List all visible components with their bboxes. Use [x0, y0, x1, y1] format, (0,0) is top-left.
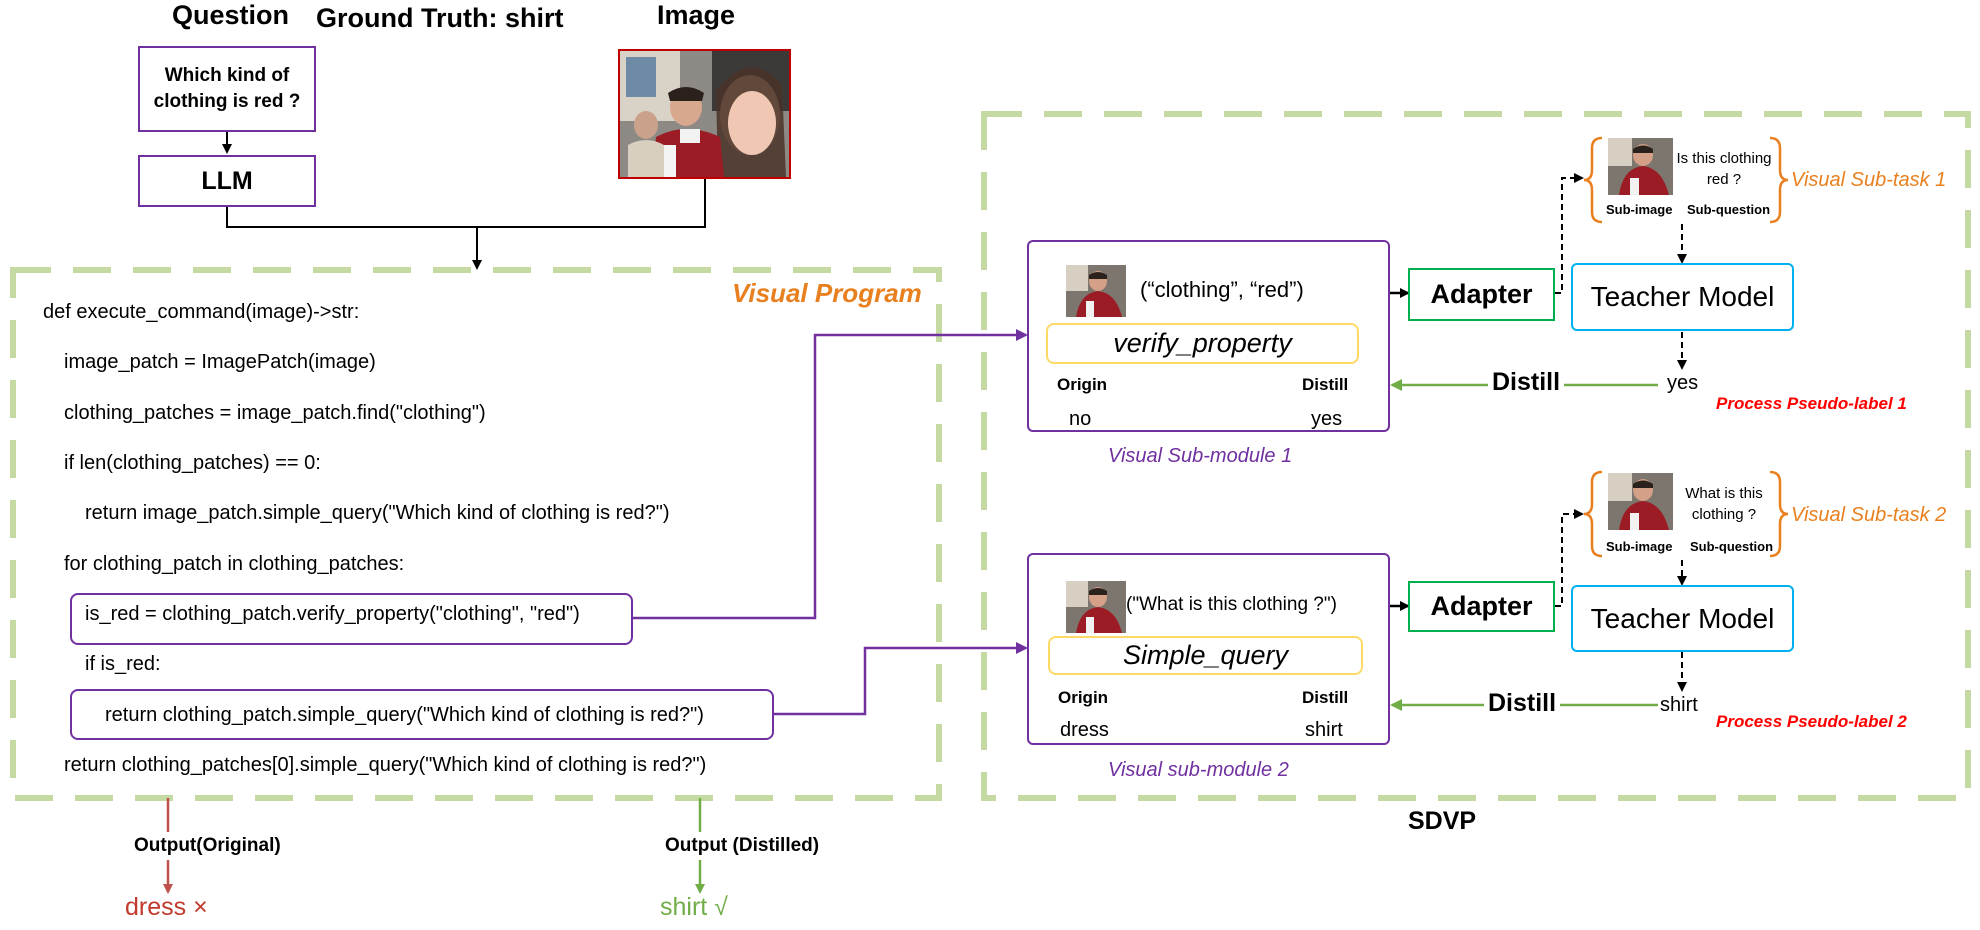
sub-module-2-thumbnail — [1066, 581, 1126, 633]
distill-value-2: shirt — [1305, 719, 1343, 741]
sub-module-2-function: Simple_query — [1122, 640, 1289, 670]
code-line: if len(clothing_patches) == 0: — [64, 452, 321, 474]
thumbnail-drawing — [1608, 138, 1673, 195]
teacher-model-label-2: Teacher Model — [1590, 602, 1775, 634]
pseudo-label-2: Process Pseudo-label 2 — [1716, 712, 1907, 731]
adapter-label-2: Adapter — [1430, 591, 1533, 621]
question-box: Which kind of clothing is red ? — [138, 46, 316, 132]
verify-property-function-box: verify_property — [1046, 323, 1359, 364]
sub-task-1-image — [1608, 138, 1673, 195]
sub-module-1-function: verify_property — [1113, 328, 1292, 358]
output-distilled-tag: (Distilled) — [732, 835, 820, 856]
image-title: Image — [657, 0, 736, 30]
merge-line — [226, 178, 706, 228]
distill-arrow-label-1: Distill — [1488, 368, 1565, 397]
teacher-answer-2: shirt — [1660, 694, 1698, 716]
output-original-tag: (Original) — [196, 835, 281, 856]
distill-arrow-label-2: Distill — [1484, 689, 1561, 718]
distill-value-1: yes — [1311, 408, 1343, 430]
input-image — [618, 49, 791, 179]
thumbnail-drawing — [1608, 473, 1673, 530]
teacher-model-box-1: Teacher Model — [1571, 263, 1794, 331]
output-distilled-value: shirt √ — [660, 893, 728, 921]
sub-question-label-2: Sub-question — [1690, 539, 1774, 554]
input-image-drawing — [620, 51, 789, 177]
output-distilled-label: Output (Distilled) — [665, 835, 819, 857]
sub-task-2-image — [1608, 473, 1673, 530]
llm-label: LLM — [201, 166, 253, 195]
output-distilled-word: Output — [665, 835, 728, 856]
origin-value-1: no — [1069, 408, 1092, 430]
verify-property-link — [632, 329, 1028, 620]
sub-module-2-args: ("What is this clothing ?") — [1126, 594, 1337, 615]
sdvp-label: SDVP — [1408, 807, 1477, 835]
sdvp-region — [981, 111, 1971, 801]
sub-question-2: What is this clothing ? — [1685, 485, 1763, 523]
code-line: image_patch = ImagePatch(image) — [64, 351, 376, 373]
origin-label-2: Origin — [1058, 688, 1109, 707]
llm-box: LLM — [138, 155, 316, 207]
visual-program-region — [10, 267, 942, 801]
simple-query-function-box: Simple_query — [1048, 636, 1363, 675]
sub-module-1-args: (“clothing”, “red”) — [1140, 277, 1304, 302]
origin-value-2: dress — [1060, 719, 1109, 741]
code-line: return clothing_patch.simple_query("Whic… — [105, 704, 704, 726]
simple-query-link — [774, 642, 1028, 716]
pseudo-label-1: Process Pseudo-label 1 — [1716, 394, 1907, 413]
sub-image-label-2: Sub-image — [1606, 539, 1673, 554]
sub-module-1-thumbnail — [1066, 265, 1126, 317]
code-line: clothing_patches = image_patch.find("clo… — [64, 402, 486, 424]
output-original-word: Output — [134, 835, 197, 856]
question-title: Question — [172, 0, 290, 30]
code-line: for clothing_patch in clothing_patches: — [64, 553, 405, 575]
sub-question-label-1: Sub-question — [1687, 202, 1771, 217]
code-line: return clothing_patches[0].simple_query(… — [64, 754, 707, 776]
subtask-brace-right-2 — [1769, 470, 1789, 558]
code-line: def execute_command(image)->str: — [43, 301, 360, 323]
teacher-model-box-2: Teacher Model — [1571, 585, 1794, 652]
ground-truth-label: Ground Truth: shirt — [316, 3, 564, 33]
thumbnail-drawing — [1066, 581, 1126, 633]
question-text: Which kind of clothing is red ? — [153, 65, 301, 112]
teacher-answer-1: yes — [1667, 372, 1699, 394]
distill-label-2: Distill — [1302, 688, 1349, 707]
adapter-label-1: Adapter — [1430, 279, 1533, 309]
thumbnail-drawing — [1066, 265, 1126, 317]
sub-module-2-caption: Visual sub-module 2 — [1108, 759, 1289, 781]
sub-image-label-1: Sub-image — [1606, 202, 1673, 217]
adapter1-to-subtask-arrow — [1555, 173, 1584, 294]
origin-label-1: Origin — [1057, 375, 1108, 394]
simple-query-call-box — [70, 689, 774, 740]
code-line: is_red = clothing_patch.verify_property(… — [85, 603, 580, 625]
adapter-box-1: Adapter — [1408, 268, 1555, 321]
output-original-label: Output(Original) — [134, 835, 281, 857]
teacher-model-label-1: Teacher Model — [1590, 281, 1775, 312]
sub-module-1-caption: Visual Sub-module 1 — [1108, 445, 1293, 467]
visual-program-title: Visual Program — [732, 278, 922, 308]
subtask-brace-right-1 — [1769, 136, 1789, 224]
code-line: if is_red: — [85, 653, 161, 675]
adapter-box-2: Adapter — [1408, 581, 1555, 632]
distill-label-1: Distill — [1302, 375, 1349, 394]
output-original-value: dress × — [125, 893, 208, 921]
subtask-brace-left-2 — [1583, 470, 1603, 558]
visual-sub-task-2-label: Visual Sub-task 2 — [1791, 504, 1947, 526]
subtask-brace-left-1 — [1583, 136, 1603, 224]
verify-property-call-box — [70, 593, 633, 645]
adapter2-to-subtask-arrow — [1555, 509, 1584, 607]
code-line: return image_patch.simple_query("Which k… — [85, 502, 670, 524]
sub-question-1: Is this clothing red ? — [1676, 150, 1772, 188]
visual-sub-task-1-label: Visual Sub-task 1 — [1791, 169, 1947, 191]
